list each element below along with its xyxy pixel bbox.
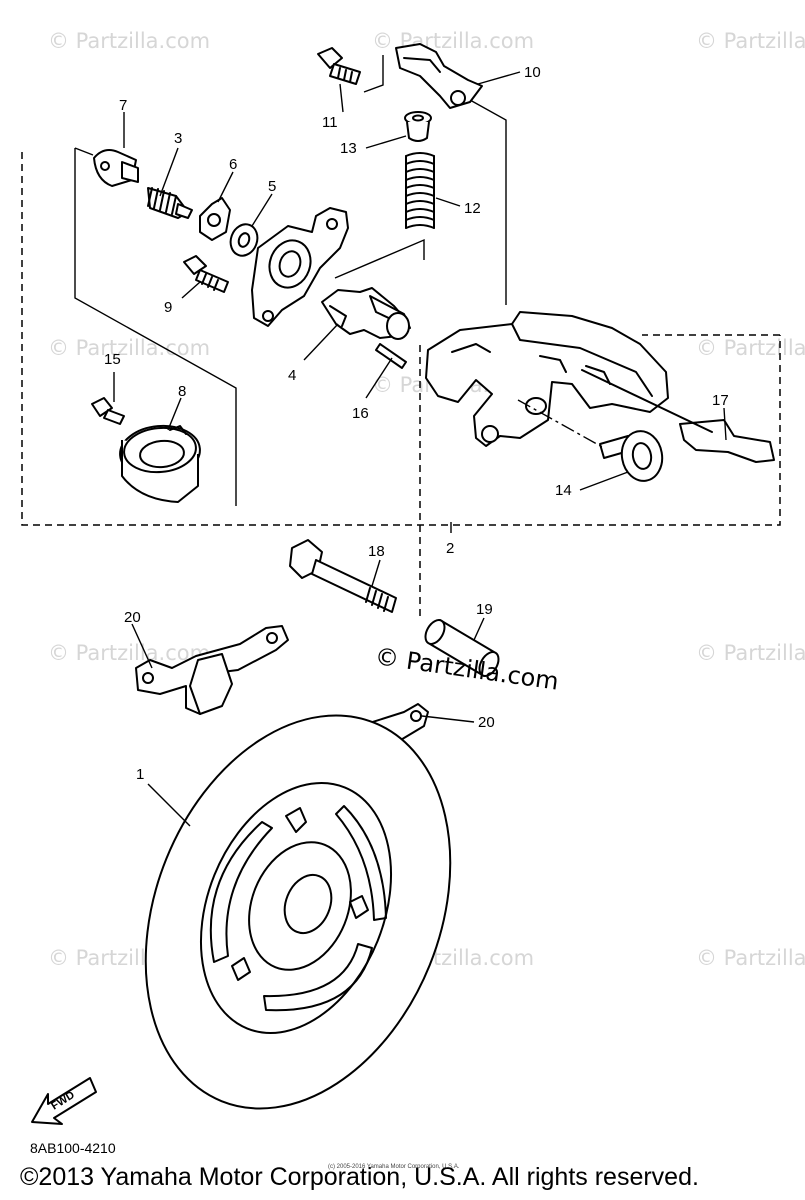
part-16-pin[interactable] <box>375 343 407 369</box>
callout-20-right: 20 <box>478 714 495 731</box>
callout-1: 1 <box>136 766 144 783</box>
part-6-clip[interactable] <box>199 197 231 241</box>
adjuster-housing[interactable] <box>251 207 349 327</box>
callout-20-left: 20 <box>124 609 141 626</box>
callout-16: 16 <box>352 405 369 422</box>
callout-4: 4 <box>288 367 296 384</box>
forward-arrow: FWD <box>31 1077 97 1125</box>
group-outline <box>469 99 507 305</box>
part-11-bolt[interactable] <box>317 47 361 85</box>
part-10-bracket[interactable] <box>395 43 483 109</box>
part-5-washer[interactable] <box>226 221 261 260</box>
part-9-bolt[interactable] <box>183 255 229 293</box>
callout-8: 8 <box>178 383 186 400</box>
callout-14: 14 <box>555 482 572 499</box>
callout-3: 3 <box>174 130 182 147</box>
part-1-disc[interactable] <box>90 670 506 1155</box>
watermark: © Partzilla.com <box>48 29 210 53</box>
callout-15: 15 <box>104 351 121 368</box>
part-17-plate[interactable] <box>581 369 775 463</box>
part-13-collar[interactable] <box>404 111 432 142</box>
watermark: © Partzilla.com <box>696 641 805 665</box>
group-outline <box>334 238 425 279</box>
callout-5: 5 <box>268 178 276 195</box>
callout-numbers: 7 3 6 5 9 4 16 11 13 10 12 15 8 17 14 2 … <box>104 64 729 783</box>
part-14-pin[interactable] <box>599 428 666 484</box>
tiny-credit: (c) 2005-2016 Yamaha Motor Corporation, … <box>328 1164 460 1170</box>
callout-12: 12 <box>464 200 481 217</box>
copyright-notice: ©2013 Yamaha Motor Corporation, U.S.A. A… <box>20 1163 699 1191</box>
group-outline <box>74 148 237 506</box>
callout-6: 6 <box>229 156 237 173</box>
callout-13: 13 <box>340 140 357 157</box>
group-outline <box>363 55 384 93</box>
axis-line <box>517 399 605 449</box>
callout-9: 9 <box>164 299 172 316</box>
callout-17: 17 <box>712 392 729 409</box>
leader-lines <box>113 71 727 827</box>
part-4-lever[interactable] <box>321 287 411 340</box>
callout-18: 18 <box>368 543 385 560</box>
watermark: © Partzilla.com <box>696 946 805 970</box>
part-18-bolt[interactable] <box>289 539 397 613</box>
callout-10: 10 <box>524 64 541 81</box>
group-outline <box>74 147 94 156</box>
part-19-sleeve[interactable] <box>422 617 503 680</box>
watermark: © Partzilla.com <box>696 336 805 360</box>
watermark: © Partzilla.com <box>48 641 210 665</box>
caliper-bracket[interactable] <box>425 311 669 447</box>
part-12-spring[interactable] <box>405 152 435 229</box>
callout-11: 11 <box>322 114 338 131</box>
assembly-boundary <box>21 152 781 526</box>
part-15-bolt[interactable] <box>91 397 125 425</box>
callout-7: 7 <box>119 97 127 114</box>
watermark: © Partzilla.com <box>48 336 210 360</box>
diagram-code: 8AB100-4210 <box>30 1140 116 1156</box>
watermark: © Partzilla.com <box>696 29 805 53</box>
part-7-knob[interactable] <box>93 149 139 187</box>
callout-2: 2 <box>446 540 454 557</box>
part-3-adjuster[interactable] <box>147 187 193 219</box>
part-8-boot[interactable] <box>118 423 202 503</box>
part-20-shoe-left[interactable] <box>135 625 289 715</box>
callout-19: 19 <box>476 601 493 618</box>
